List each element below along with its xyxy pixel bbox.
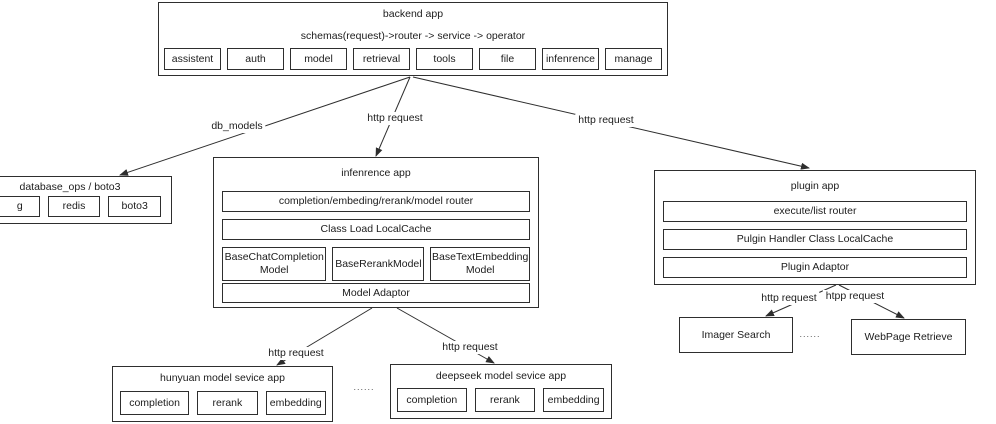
- deepseek-module-completion: completion: [397, 388, 467, 412]
- backend-module-manage: manage: [605, 48, 662, 70]
- backend-module-assistent: assistent: [164, 48, 221, 70]
- deepseek-module-embedding: embedding: [543, 388, 605, 412]
- hunyuan-app-node: hunyuan model sevice app completion rera…: [112, 366, 333, 422]
- edge-inference-to-deepseek: [396, 307, 495, 364]
- imager-search-node: Imager Search: [679, 317, 793, 353]
- edge-label-htpp-request-webpage: htpp request: [822, 290, 888, 303]
- deepseek-app-node: deepseek model sevice app completion rer…: [390, 364, 612, 419]
- edge-label-http-request-imagesearch: http request: [758, 292, 820, 305]
- plugin-handler-cache: Pulgin Handler Class LocalCache: [663, 229, 967, 250]
- backend-module-file: file: [479, 48, 536, 70]
- deepseek-module-rerank: rerank: [474, 388, 536, 412]
- deepseek-app-title: deepseek model sevice app: [435, 370, 567, 382]
- plugin-adaptor: Plugin Adaptor: [663, 257, 967, 278]
- database-ops-title: database_ops / boto3: [19, 181, 121, 193]
- hunyuan-app-title: hunyuan model sevice app: [160, 372, 285, 384]
- model-service-ellipsis: ......: [353, 382, 375, 392]
- backend-module-row: assistent auth model retrieval tools fil…: [164, 48, 662, 70]
- plugin-router: execute/list router: [663, 201, 967, 222]
- edge-label-http-request-inference: http request: [364, 112, 426, 125]
- hunyuan-module-embedding: embedding: [265, 391, 326, 415]
- inference-basetextembedding-model: BaseTextEmbedding Model: [430, 247, 531, 281]
- backend-module-retrieval: retrieval: [353, 48, 410, 70]
- backend-module-auth: auth: [227, 48, 284, 70]
- inference-model-adaptor: Model Adaptor: [222, 283, 530, 303]
- inference-app-title: infenrence app: [341, 167, 411, 179]
- database-module-row: g redis boto3: [0, 196, 162, 217]
- database-module-boto3: boto3: [108, 196, 162, 217]
- inference-basererank-model: BaseRerankModel: [332, 247, 425, 281]
- hunyuan-module-completion: completion: [120, 391, 190, 415]
- plugin-app-node: plugin app execute/list router Pulgin Ha…: [654, 170, 976, 285]
- hunyuan-module-rerank: rerank: [197, 391, 258, 415]
- backend-module-model: model: [290, 48, 347, 70]
- edge-label-db-models: db_models: [208, 120, 266, 133]
- database-module-redis: redis: [47, 196, 101, 217]
- backend-app-title: backend app: [382, 8, 444, 20]
- inference-class-cache: Class Load LocalCache: [222, 219, 530, 240]
- backend-app-subtitle: schemas(request)->router -> service -> o…: [300, 30, 526, 42]
- database-module-clipped: g: [0, 196, 40, 217]
- inference-basechatcompletion-model: BaseChatCompletion Model: [222, 247, 327, 281]
- backend-module-tools: tools: [416, 48, 473, 70]
- hunyuan-module-row: completion rerank embedding: [120, 391, 326, 415]
- webpage-retrieve-node: WebPage Retrieve: [851, 319, 966, 355]
- inference-app-node: infenrence app completion/embeding/reran…: [213, 157, 539, 308]
- edge-label-http-request-hunyuan: http request: [265, 347, 327, 360]
- edge-label-http-request-deepseek: http request: [439, 341, 501, 354]
- database-ops-node: database_ops / boto3 g redis boto3: [0, 176, 172, 224]
- plugin-app-title: plugin app: [790, 180, 840, 192]
- backend-app-node: backend app schemas(request)->router -> …: [158, 2, 668, 76]
- plugin-ellipsis: ......: [799, 329, 821, 339]
- inference-router: completion/embeding/rerank/model router: [222, 191, 530, 212]
- backend-module-infenrence: infenrence: [542, 48, 599, 70]
- edge-label-http-request-plugin: http request: [575, 114, 637, 127]
- inference-model-row: BaseChatCompletion Model BaseRerankModel…: [222, 247, 531, 281]
- deepseek-module-row: completion rerank embedding: [397, 388, 605, 412]
